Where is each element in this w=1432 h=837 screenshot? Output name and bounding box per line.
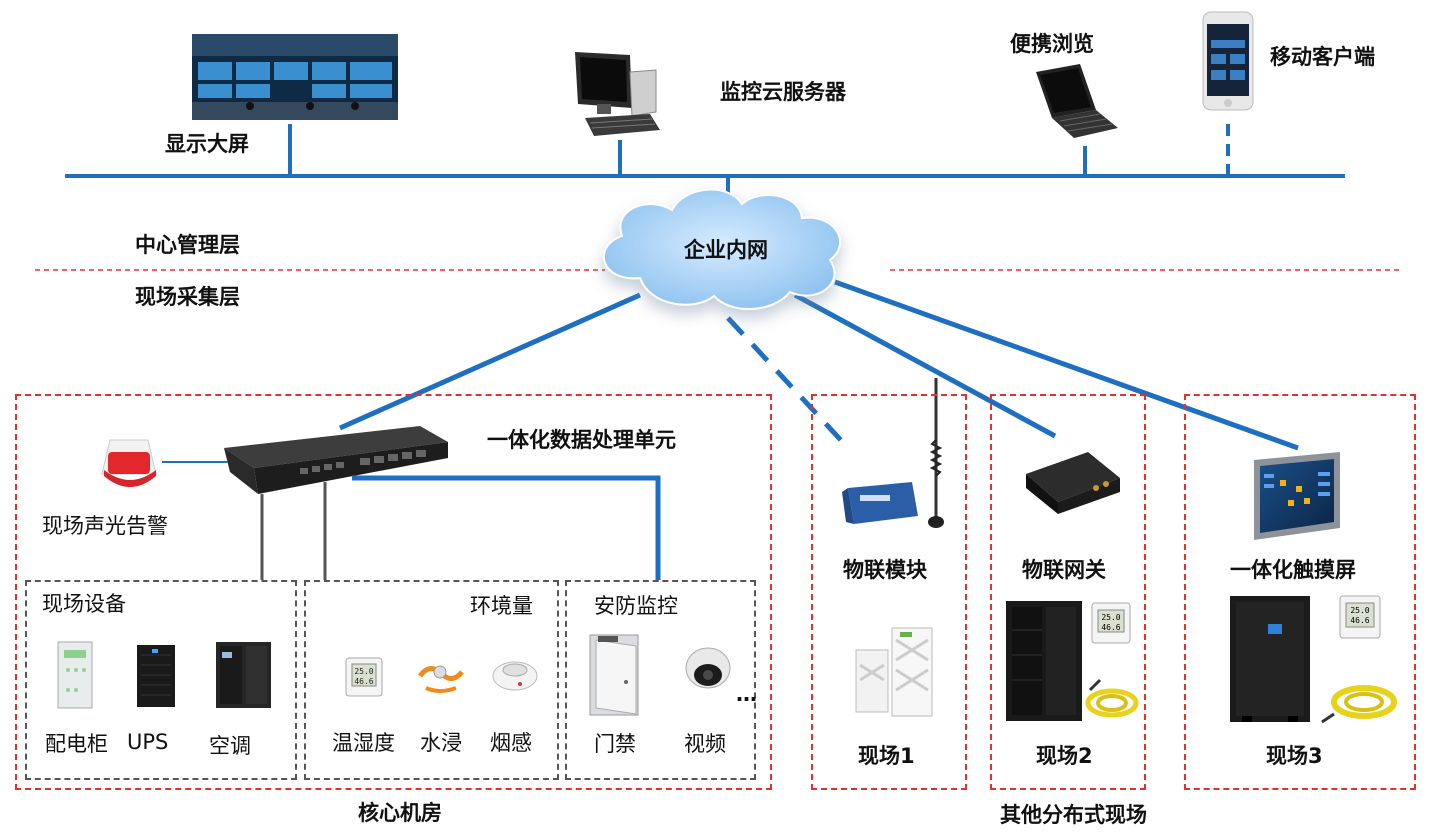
remote-sites-title: 其他分布式现场 <box>1000 803 1147 827</box>
svg-text:25.0: 25.0 <box>1350 606 1369 615</box>
site2-rack-icon <box>1006 601 1082 721</box>
security-item: 门禁 <box>594 732 636 756</box>
cloud-server-label: 监控云服务器 <box>720 80 846 104</box>
environment-title: 环境量 <box>470 594 533 618</box>
equipment-group <box>25 580 297 780</box>
more-ellipsis: … <box>736 682 757 706</box>
security-item: 视频 <box>684 732 726 756</box>
data-processing-unit-icon <box>224 426 448 494</box>
touch-screen-icon <box>1254 452 1340 540</box>
site3-leak-cable-icon <box>1321 685 1397 724</box>
processing-unit-label: 一体化数据处理单元 <box>487 428 676 452</box>
camera-icon <box>685 647 731 689</box>
portable-label: 便携浏览 <box>1010 32 1094 56</box>
svg-text:46.6: 46.6 <box>1101 623 1120 632</box>
site2-sensor-icon: 25.0 46.6 <box>1091 602 1131 644</box>
display-wall-label: 显示大屏 <box>165 132 249 156</box>
intranet-label: 企业内网 <box>684 238 768 262</box>
field-layer-label: 现场采集层 <box>135 285 240 309</box>
site3-sensor-icon: 25.0 46.6 <box>1339 595 1381 639</box>
equipment-item: UPS <box>127 730 169 754</box>
air-conditioner-icon <box>216 642 271 708</box>
core-room-title: 核心机房 <box>358 801 442 825</box>
core-room-frame <box>15 394 772 790</box>
site3-rack-icon <box>1230 596 1310 722</box>
site2-frame <box>990 394 1146 790</box>
iot-gateway-icon <box>1026 452 1120 514</box>
site1-frame <box>811 394 967 790</box>
smoke-detector-icon <box>492 661 538 691</box>
site1-device-label: 物联模块 <box>843 558 927 582</box>
svg-text:25.0: 25.0 <box>1101 613 1120 622</box>
site3-label: 现场3 <box>1266 744 1323 768</box>
site2-label: 现场2 <box>1036 744 1093 768</box>
svg-text:25.0: 25.0 <box>354 667 373 676</box>
equipment-title: 现场设备 <box>42 592 126 616</box>
mobile-label: 移动客户端 <box>1270 45 1375 69</box>
environment-item: 水浸 <box>420 731 462 755</box>
equipment-item: 配电柜 <box>45 732 108 756</box>
alarm-siren-icon <box>101 439 157 487</box>
temperature-humidity-sensor-icon: 25.0 46.6 <box>345 657 383 697</box>
laptop-icon <box>1036 64 1118 138</box>
equipment-item: 空调 <box>209 734 251 758</box>
water-leak-sensor-icon <box>417 665 464 693</box>
site1-label: 现场1 <box>858 744 915 768</box>
server-computer-icon <box>575 52 660 136</box>
site1-equipment-icon <box>855 627 933 717</box>
environment-group <box>304 580 559 780</box>
distribution-cabinet-icon <box>57 641 93 709</box>
center-layer-label: 中心管理层 <box>135 233 240 257</box>
ups-cabinet-icon <box>137 645 175 707</box>
site2-device-label: 物联网关 <box>1022 558 1106 582</box>
mobile-phone-icon <box>1202 11 1254 111</box>
alarm-label: 现场声光告警 <box>42 514 168 538</box>
site3-frame <box>1184 394 1416 790</box>
svg-text:46.6: 46.6 <box>354 677 373 686</box>
cloud-icon <box>603 188 842 310</box>
backbone-network <box>65 124 1345 205</box>
site2-leak-cable-icon <box>1085 678 1139 718</box>
security-title: 安防监控 <box>594 594 678 618</box>
site3-device-label: 一体化触摸屏 <box>1230 558 1356 582</box>
iot-module-icon <box>842 378 944 528</box>
environment-item: 温湿度 <box>332 731 395 755</box>
unit-wiring <box>162 461 661 580</box>
svg-text:46.6: 46.6 <box>1350 616 1369 625</box>
uplinks <box>338 279 1299 452</box>
security-group <box>565 580 756 780</box>
access-door-icon <box>589 634 639 716</box>
environment-item: 烟感 <box>490 731 532 755</box>
display-wall-icon <box>192 34 398 120</box>
